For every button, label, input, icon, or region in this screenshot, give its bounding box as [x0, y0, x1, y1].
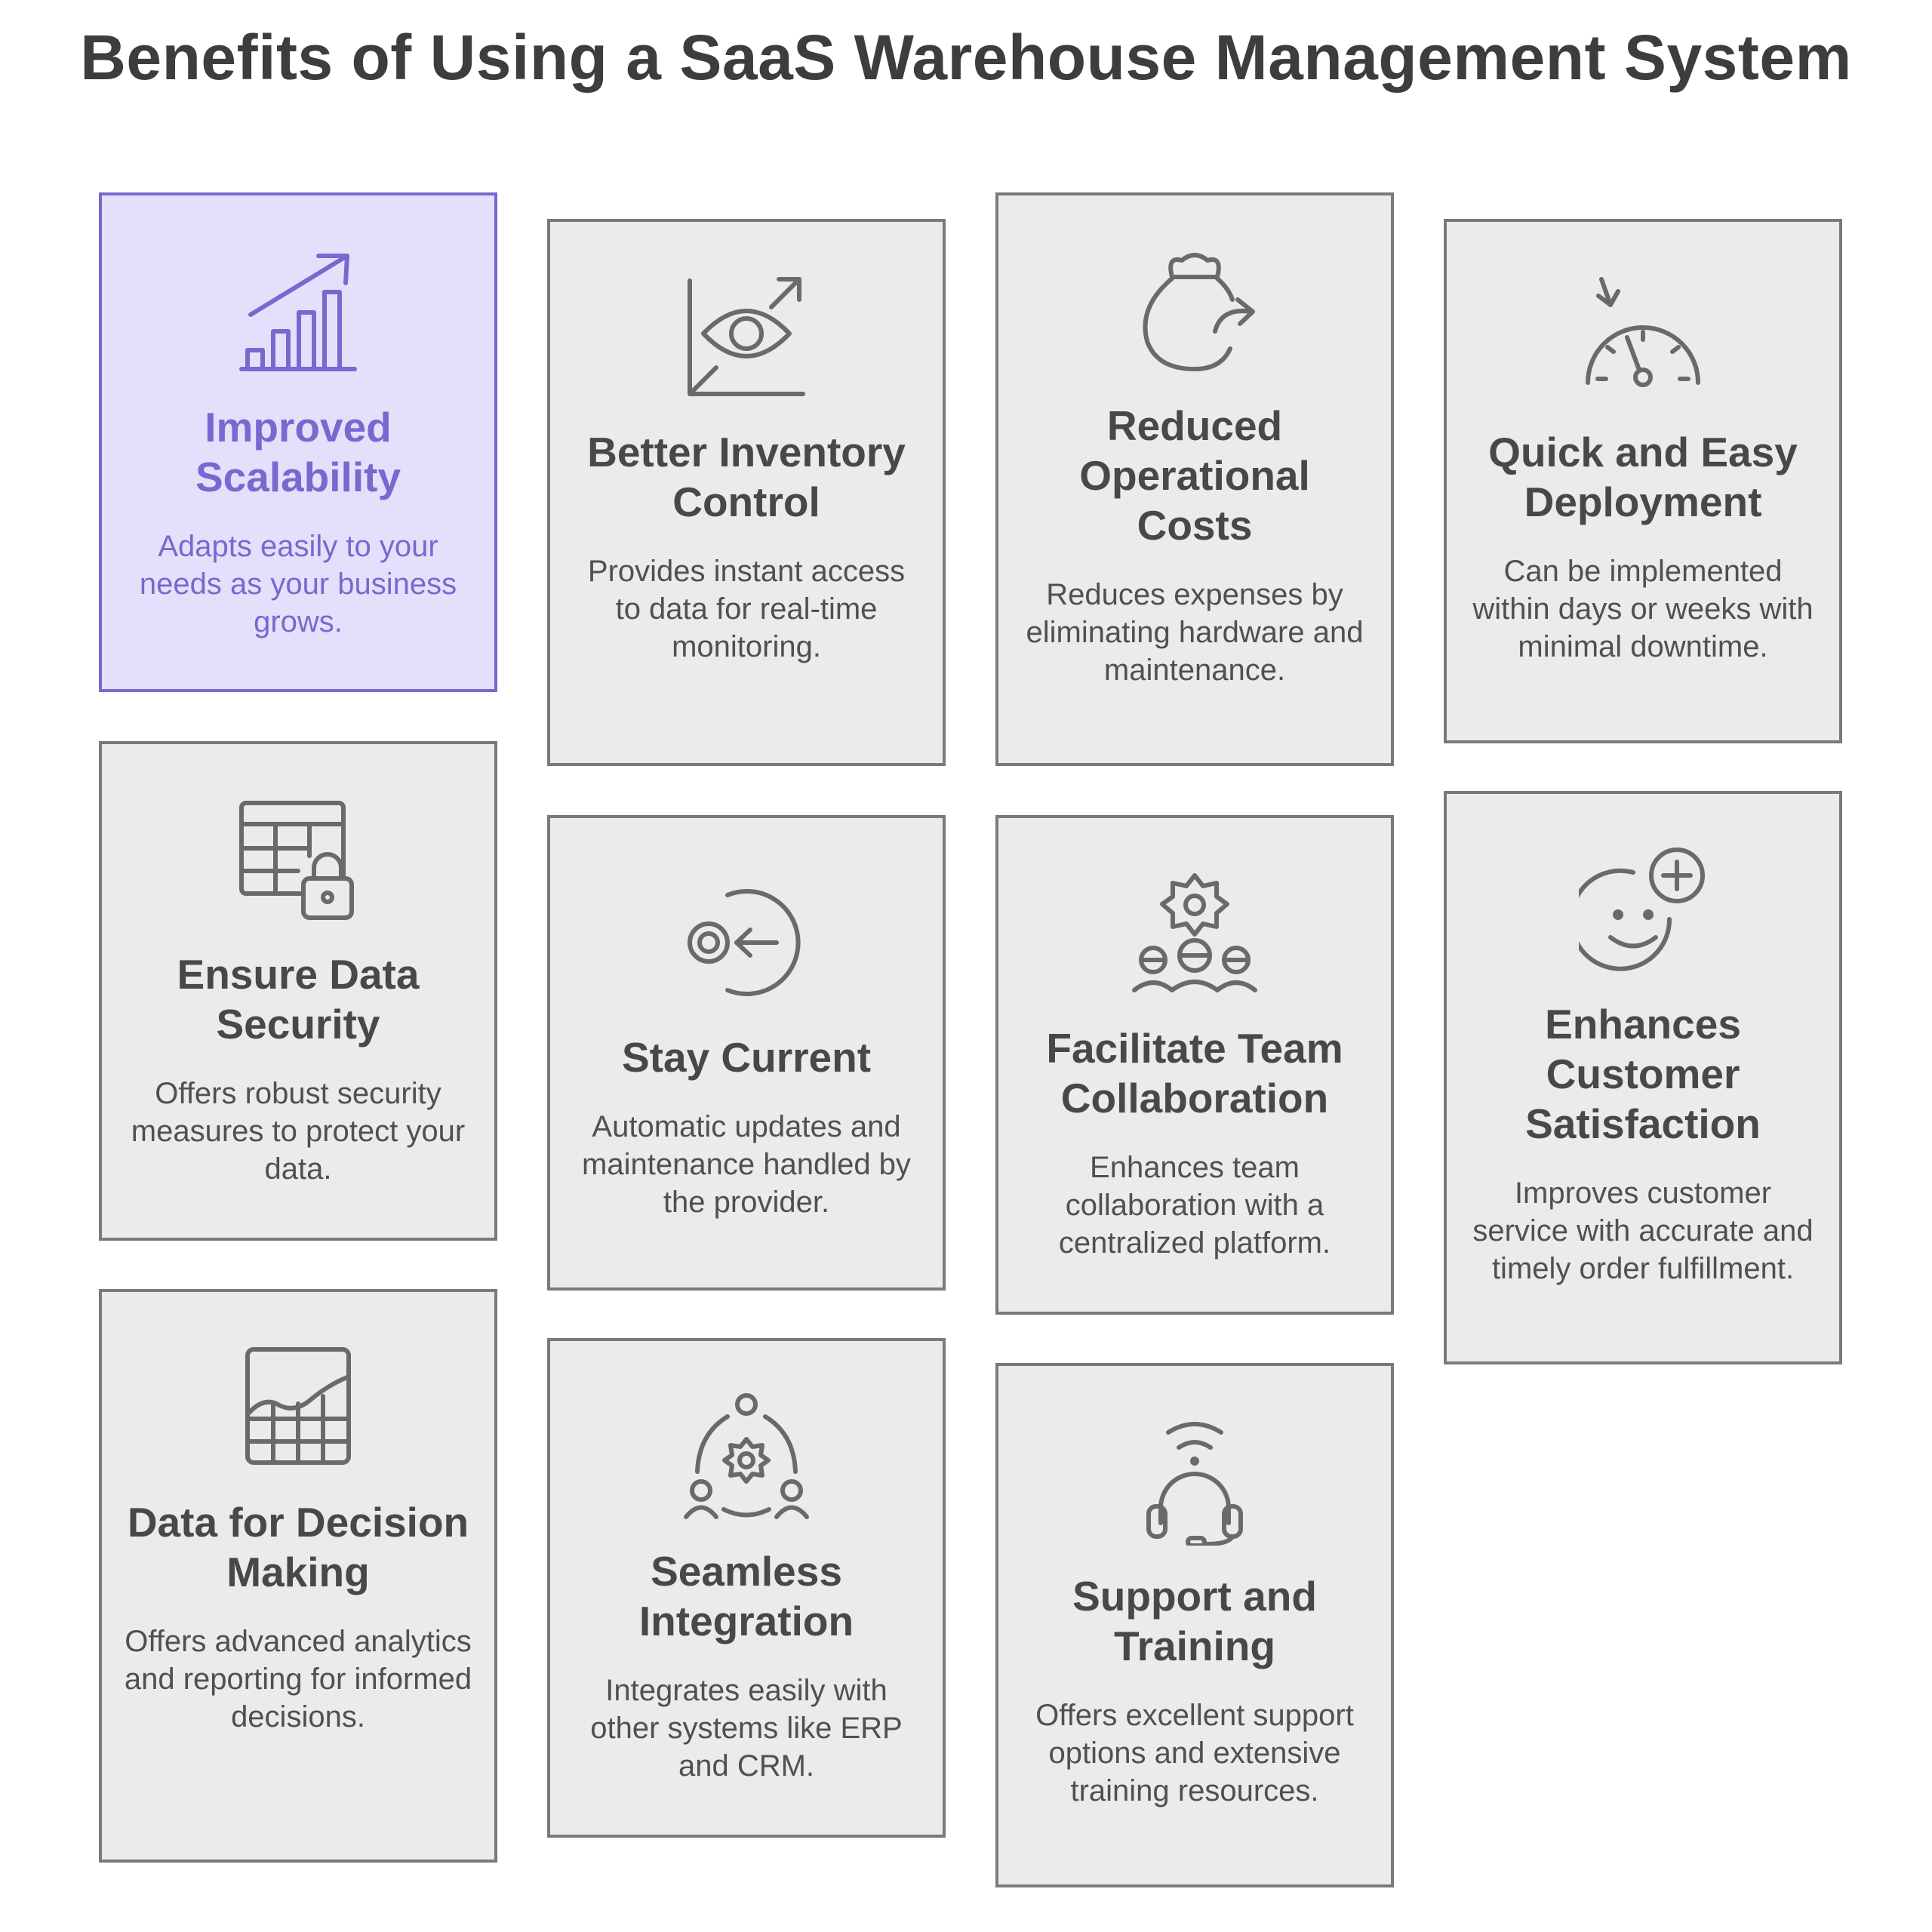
page-title: Benefits of Using a SaaS Warehouse Manag… — [80, 22, 1852, 93]
card-title: Reduced Operational Costs — [1079, 402, 1310, 549]
money-bag-icon — [1131, 247, 1259, 375]
card-enhances-customer-satisfaction: Enhances Customer Satisfaction Improves … — [1444, 791, 1842, 1364]
card-seamless-integration: Seamless Integration Integrates easily w… — [547, 1338, 946, 1838]
card-description: Automatic updates and maintenance handle… — [582, 1110, 911, 1219]
card-description: Offers robust security measures to prote… — [131, 1077, 466, 1186]
card-data-for-decision-making: Data for Decision Making Offers advanced… — [99, 1289, 497, 1863]
card-stay-current: Stay Current Automatic updates and maint… — [547, 815, 946, 1291]
card-title: Quick and Easy Deployment — [1488, 429, 1798, 525]
smile-plus-icon — [1579, 845, 1707, 974]
card-description: Integrates easily with other systems lik… — [590, 1674, 903, 1783]
card-better-inventory-control: Better Inventory Control Provides instan… — [547, 219, 946, 766]
card-title: Facilitate Team Collaboration — [1046, 1025, 1343, 1121]
card-title: Enhances Customer Satisfaction — [1525, 1001, 1761, 1147]
speedometer-icon — [1579, 273, 1707, 401]
card-description: Can be implemented within days or weeks … — [1472, 555, 1814, 663]
card-title: Stay Current — [621, 1034, 872, 1081]
card-description: Adapts easily to your needs as your busi… — [139, 530, 457, 638]
card-facilitate-team-collaboration: Facilitate Team Collaboration Enhances t… — [995, 815, 1394, 1315]
card-description: Offers advanced analytics and reporting … — [124, 1625, 472, 1734]
card-title: Data for Decision Making — [127, 1499, 469, 1595]
headset-icon — [1131, 1417, 1259, 1546]
eye-chart-icon — [682, 273, 811, 401]
card-ensure-data-security: Ensure Data Security Offers robust secur… — [99, 741, 497, 1241]
integration-network-icon — [682, 1392, 811, 1521]
card-title: Better Inventory Control — [587, 429, 906, 525]
card-description: Provides instant access to data for real… — [587, 555, 906, 663]
analytics-grid-icon — [234, 1343, 362, 1472]
table-lock-icon — [234, 795, 362, 924]
card-description: Improves customer service with accurate … — [1472, 1177, 1814, 1285]
team-gear-icon — [1131, 869, 1259, 998]
card-title: Improved Scalability — [195, 404, 401, 500]
card-support-and-training: Support and Training Offers excellent su… — [995, 1363, 1394, 1887]
card-description: Enhances team collaboration with a centr… — [1058, 1151, 1331, 1260]
card-description: Reduces expenses by eliminating hardware… — [1026, 578, 1364, 687]
update-arrow-icon — [682, 878, 811, 1007]
card-improved-scalability: Improved Scalability Adapts easily to yo… — [99, 192, 497, 692]
card-description: Offers excellent support options and ext… — [1035, 1699, 1354, 1807]
card-title: Ensure Data Security — [177, 951, 420, 1048]
card-quick-and-easy-deployment: Quick and Easy Deployment Can be impleme… — [1444, 219, 1842, 743]
card-title: Seamless Integration — [638, 1548, 854, 1644]
growth-chart-icon — [234, 248, 362, 377]
card-reduced-operational-costs: Reduced Operational Costs Reduces expens… — [995, 192, 1394, 766]
card-title: Support and Training — [1072, 1573, 1317, 1669]
